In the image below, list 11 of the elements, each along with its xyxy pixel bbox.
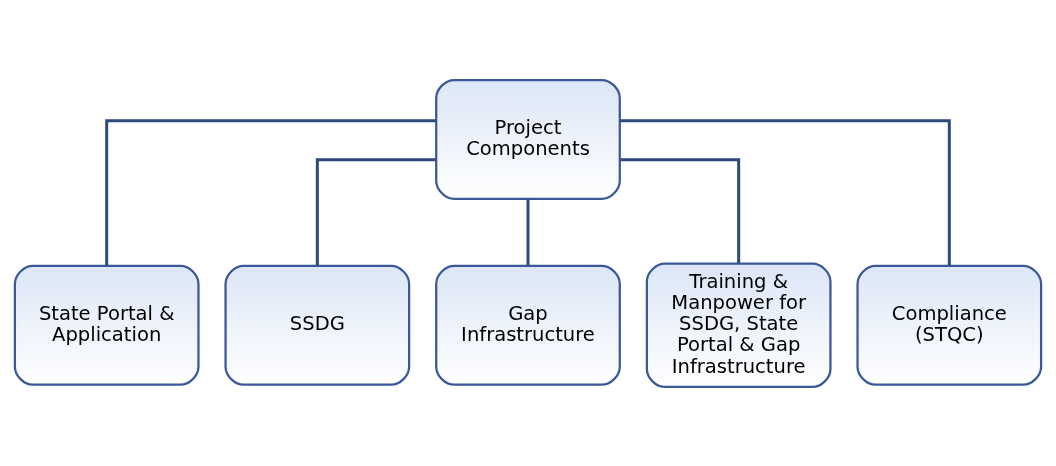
- node-box: Gap Infrastructure: [435, 264, 621, 386]
- node-box: Project Components: [435, 78, 621, 200]
- connector: [315, 157, 436, 266]
- connector: [619, 118, 951, 266]
- connector: [620, 157, 741, 263]
- connector: [105, 118, 437, 266]
- node-box: State Portal & Application: [13, 264, 200, 386]
- node-box: SSDG: [224, 264, 411, 386]
- connector: [526, 198, 530, 266]
- node-box: Training & Manpower for SSDG, State Portal & Gap Infrastructure: [645, 261, 832, 388]
- node-box: Compliance (STQC): [856, 264, 1043, 386]
